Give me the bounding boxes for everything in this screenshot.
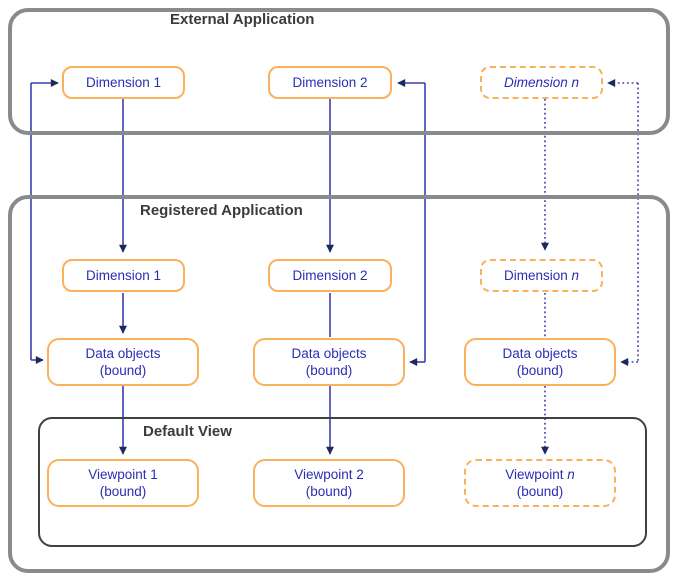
ext-dimension-n-label: Dimension n: [503, 75, 580, 90]
data-objects-2-line2: (bound): [305, 363, 353, 378]
viewpoint-n-line2: (bound): [516, 484, 564, 499]
viewpoint-n-node: Viewpoint n (bound): [464, 459, 616, 507]
ext-dimension-2-node: Dimension 2: [268, 66, 392, 99]
default-view-title: Default View: [143, 423, 232, 440]
reg-dimension-1-label: Dimension 1: [85, 268, 162, 283]
default-view-container: [38, 417, 647, 547]
data-objects-1-line2: (bound): [99, 363, 147, 378]
viewpoint-1-node: Viewpoint 1 (bound): [47, 459, 199, 507]
reg-dimension-2-label: Dimension 2: [292, 268, 368, 283]
viewpoint-2-node: Viewpoint 2 (bound): [253, 459, 405, 507]
reg-dimension-n-label: Dimension n: [503, 268, 580, 283]
ext-dimension-1-label: Dimension 1: [85, 75, 162, 90]
data-objects-2-node: Data objects (bound): [253, 338, 405, 386]
data-objects-n-line1: Data objects: [502, 346, 578, 361]
reg-dimension-n-node: Dimension n: [480, 259, 603, 292]
data-objects-1-line1: Data objects: [85, 346, 161, 361]
viewpoint-2-line2: (bound): [305, 484, 353, 499]
registered-application-container: [8, 195, 670, 573]
ext-dimension-2-label: Dimension 2: [292, 75, 368, 90]
external-application-title: External Application: [170, 11, 315, 28]
viewpoint-1-line1: Viewpoint 1: [88, 467, 158, 482]
ext-dimension-n-node: Dimension n: [480, 66, 603, 99]
data-objects-n-line2: (bound): [516, 363, 564, 378]
external-application-container: [8, 8, 670, 135]
ext-dimension-1-node: Dimension 1: [62, 66, 185, 99]
reg-dimension-2-node: Dimension 2: [268, 259, 392, 292]
data-objects-n-node: Data objects (bound): [464, 338, 616, 386]
viewpoint-n-line1: Viewpoint n: [505, 467, 575, 482]
viewpoint-1-line2: (bound): [99, 484, 147, 499]
data-objects-1-node: Data objects (bound): [47, 338, 199, 386]
registered-application-title: Registered Application: [140, 202, 303, 219]
viewpoint-2-line1: Viewpoint 2: [294, 467, 364, 482]
data-objects-2-line1: Data objects: [291, 346, 367, 361]
reg-dimension-1-node: Dimension 1: [62, 259, 185, 292]
